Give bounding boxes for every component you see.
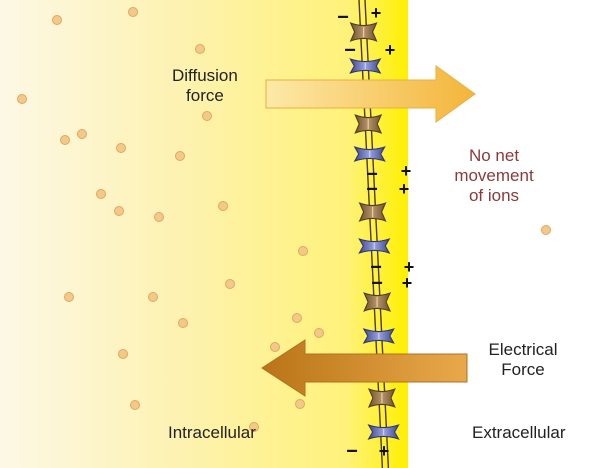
- ion-dot: [114, 206, 124, 216]
- plus-charge: +: [379, 441, 390, 461]
- ion-dots: [17, 7, 551, 432]
- diffusion-label-line2: force: [186, 86, 224, 106]
- minus-charge: −: [344, 39, 356, 61]
- ion-dot: [314, 328, 324, 338]
- brown-ion-channel-7: [363, 292, 392, 312]
- blue-ion-channel-10: [367, 424, 400, 440]
- plus-charge: +: [402, 273, 413, 293]
- blue-ion-channel-6: [358, 238, 391, 254]
- no-net-line3: of ions: [468, 186, 520, 206]
- ion-dot: [148, 292, 158, 302]
- brown-ion-channel-3: [354, 114, 383, 134]
- diffusion-label-line1: Diffusion: [172, 66, 238, 85]
- membrane-line-1: [358, 0, 384, 468]
- intracellular-label: Intracellular: [168, 423, 256, 442]
- ion-dot: [118, 349, 128, 359]
- electrical-force-label: Electrical Force: [468, 340, 578, 380]
- ion-dot: [292, 313, 302, 323]
- electrical-label-line2: Force: [501, 360, 545, 380]
- brown-ion-channel-5: [358, 202, 387, 222]
- ion-dot: [154, 212, 164, 222]
- minus-charge: −: [366, 178, 378, 200]
- ion-dot: [249, 422, 259, 432]
- blue-ion-channel-8: [362, 328, 395, 344]
- blue-ion-channel-2: [349, 58, 382, 74]
- ion-dot: [295, 399, 305, 409]
- no-net-line2: movement: [454, 166, 534, 186]
- ion-dot: [52, 15, 62, 25]
- no-net-line1: No net: [468, 146, 520, 165]
- membrane-charges: −+−+−+−+−+−+−+: [337, 3, 414, 463]
- electrical-label-line1: Electrical: [488, 340, 558, 359]
- membrane-bilayer: [358, 0, 390, 468]
- ion-dot: [195, 44, 205, 54]
- blue-ion-channel-4: [353, 146, 386, 162]
- plus-charge: +: [399, 179, 410, 199]
- brown-ion-channel-1: [349, 22, 378, 42]
- minus-charge: −: [371, 272, 383, 294]
- membrane-line-2: [364, 0, 390, 468]
- ion-dot: [298, 246, 308, 256]
- minus-charge: −: [366, 163, 378, 185]
- ion-dot: [225, 279, 235, 289]
- ion-dot: [541, 225, 551, 235]
- ion-dot: [218, 201, 228, 211]
- ion-dot: [202, 111, 212, 121]
- ion-dot: [116, 143, 126, 153]
- plus-charge: +: [371, 3, 382, 23]
- extracellular-label: Extracellular: [472, 423, 566, 442]
- ion-dot: [96, 189, 106, 199]
- cytoplasm-region: [0, 0, 408, 468]
- minus-charge: −: [370, 256, 382, 278]
- ion-dot: [77, 129, 87, 139]
- ion-channels: [349, 22, 400, 440]
- ion-dot: [270, 342, 280, 352]
- brown-ion-channel-9: [367, 388, 396, 408]
- plus-charge: +: [401, 161, 412, 181]
- diffusion-force-arrow: [265, 65, 476, 123]
- plus-charge: +: [404, 257, 415, 277]
- no-net-movement-label: No net movement of ions: [430, 146, 558, 206]
- plus-charge: +: [385, 40, 396, 60]
- ion-dot: [17, 94, 27, 104]
- ion-dot: [64, 292, 74, 302]
- diffusion-force-label: Diffusion force: [172, 66, 238, 106]
- ion-dot: [175, 151, 185, 161]
- electrical-force-arrow: [261, 339, 468, 397]
- ion-dot: [178, 318, 188, 328]
- ion-dot: [60, 135, 70, 145]
- ion-dot: [128, 7, 138, 17]
- minus-charge: −: [346, 440, 358, 462]
- ion-dot: [130, 400, 140, 410]
- minus-charge: −: [337, 6, 349, 28]
